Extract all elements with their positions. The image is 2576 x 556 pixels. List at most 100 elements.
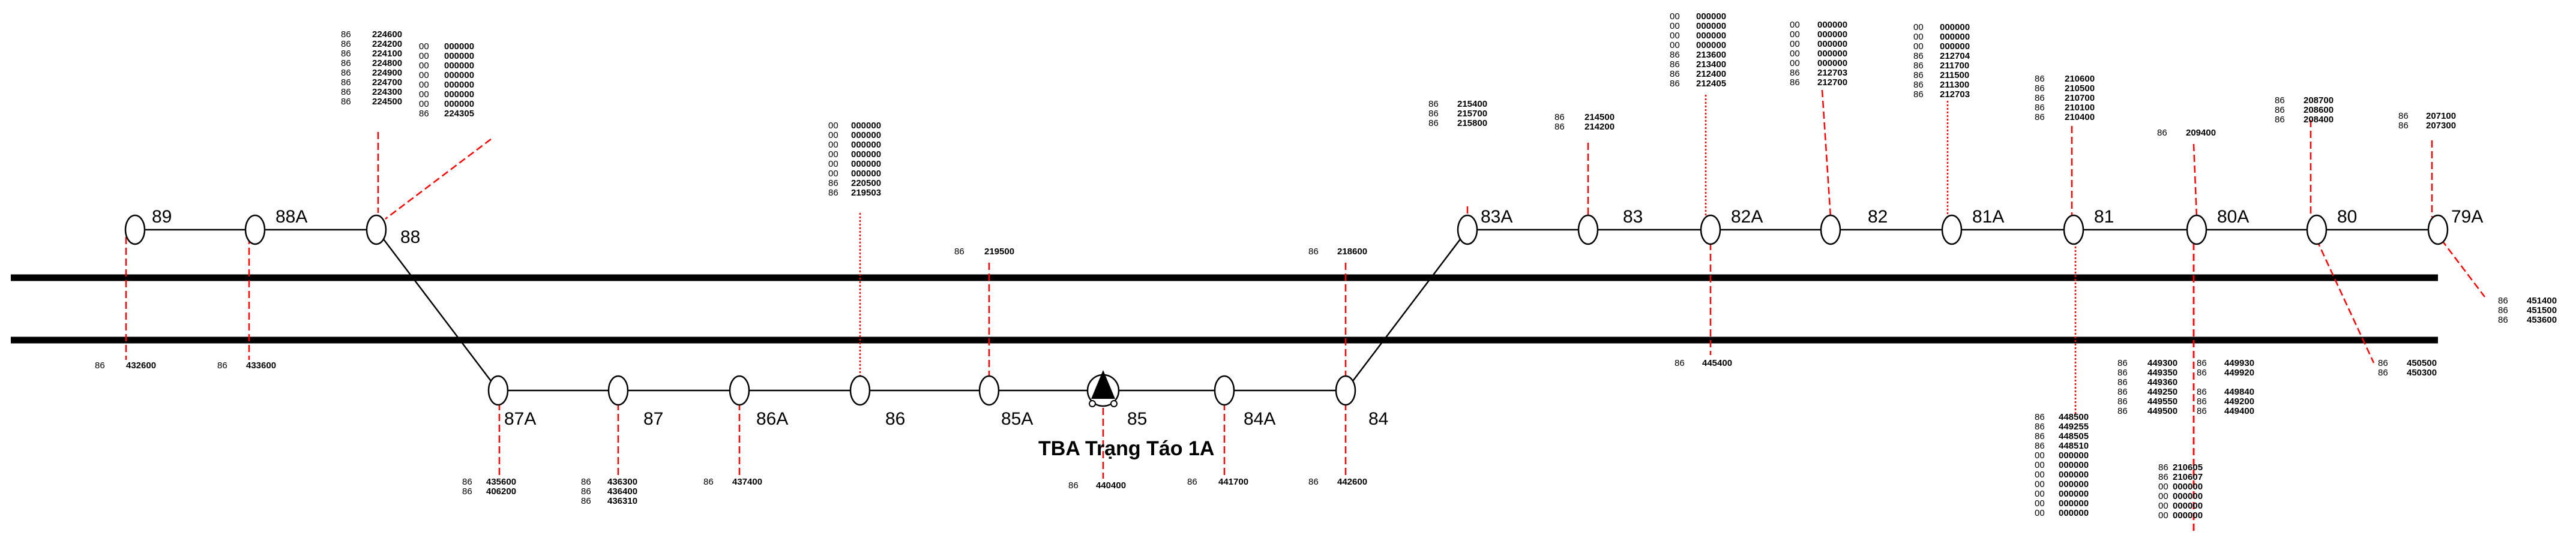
pole-84: [1335, 375, 1356, 406]
meter-prefix: 86: [2117, 368, 2128, 378]
meter-number: 449300: [2147, 358, 2177, 368]
wire-diagonal-right: [1345, 229, 1468, 391]
meter-number: 450500: [2407, 358, 2437, 368]
meter-number: 406200: [486, 486, 516, 497]
meter-prefix: 86: [2157, 128, 2167, 138]
meter-prefix: 86: [581, 496, 591, 506]
pole-81A: [1941, 214, 1963, 245]
meter-number: 220500: [851, 178, 881, 188]
meter-prefix: 86: [1675, 358, 1685, 368]
meter-number: 449255: [2059, 422, 2089, 432]
meter-number: 212400: [1696, 69, 1726, 79]
meter-number: 000000: [444, 89, 474, 100]
meter-prefix: 86: [341, 87, 351, 97]
pole-label-81A: 81A: [1972, 207, 2004, 227]
meter-number: 000000: [851, 130, 881, 140]
meter-prefix: 86: [2498, 296, 2508, 306]
meter-number: 208700: [2304, 95, 2334, 106]
pole-83: [1577, 214, 1599, 245]
meter-prefix: 86: [2117, 387, 2128, 397]
meter-number: 209400: [2186, 128, 2216, 138]
pole-label-84: 84: [1368, 409, 1388, 429]
wire-diagonal-left: [376, 229, 499, 391]
meter-prefix: 86: [341, 97, 351, 107]
meter-prefix: 00: [1790, 29, 1800, 40]
pole-label-87: 87: [643, 409, 663, 429]
meter-prefix: 00: [419, 61, 429, 71]
meter-number: 000000: [1696, 21, 1726, 31]
meter-number: 449550: [2147, 396, 2177, 407]
meter-number: 214500: [1584, 112, 1615, 122]
meter-prefix: 86: [1428, 118, 1439, 128]
meter-number: 000000: [444, 41, 474, 52]
meter-number: 000000: [2059, 508, 2089, 518]
meter-prefix: 86: [2275, 95, 2285, 106]
meter-prefix: 86: [2117, 406, 2128, 416]
meter-number: 449840: [2224, 387, 2254, 397]
pole-label-82: 82: [1868, 207, 1888, 227]
meter-prefix: 86: [2275, 115, 2285, 125]
meter-number: 000000: [2059, 479, 2089, 489]
meter-prefix: 86: [2035, 83, 2045, 94]
meter-prefix: 00: [2158, 491, 2168, 501]
pole-84A: [1214, 375, 1235, 406]
pole-81: [2063, 214, 2084, 245]
meter-number: 441700: [1218, 477, 1248, 487]
meter-prefix: 86: [2035, 93, 2045, 103]
pole-85A: [978, 375, 1000, 406]
meter-prefix: 86: [954, 247, 964, 257]
meter-number: 224100: [372, 49, 402, 59]
meter-number: 000000: [444, 80, 474, 90]
meter-prefix: 86: [462, 486, 472, 497]
meter-number: 000000: [1817, 58, 1847, 68]
meter-prefix: 00: [1790, 49, 1800, 59]
meter-number: 448500: [2059, 412, 2089, 422]
meter-number: 436400: [607, 486, 637, 497]
pole-label-86A: 86A: [756, 409, 788, 429]
meter-prefix: 86: [1790, 77, 1800, 88]
meter-prefix: 86: [1670, 79, 1680, 89]
meter-prefix: 86: [1428, 109, 1439, 119]
meter-number: 449360: [2147, 377, 2177, 387]
meter-number: 000000: [2059, 470, 2089, 480]
pole-88A: [244, 214, 266, 245]
meter-prefix: 86: [341, 58, 351, 68]
pole-label-85: 85: [1127, 409, 1147, 429]
meter-number: 000000: [1817, 39, 1847, 49]
meter-prefix: 86: [2498, 305, 2508, 315]
meter-leader-79A: [2441, 239, 2485, 297]
meter-prefix: 86: [2035, 74, 2045, 84]
meter-number: 440400: [1096, 480, 1126, 491]
pole-86: [849, 375, 871, 406]
meter-number: 212700: [1817, 77, 1847, 88]
meter-number: 224500: [372, 97, 402, 107]
meter-number: 000000: [1696, 40, 1726, 50]
pole-label-81: 81: [2094, 207, 2114, 227]
meter-prefix: 00: [419, 41, 429, 52]
meter-prefix: 86: [2197, 406, 2207, 416]
meter-number: 449250: [2147, 387, 2177, 397]
meter-prefix: 00: [2035, 479, 2045, 489]
meter-prefix: 00: [1670, 31, 1680, 41]
meter-prefix: 86: [2117, 358, 2128, 368]
meter-number: 000000: [1696, 31, 1726, 41]
meter-number: 210500: [2065, 83, 2095, 94]
meter-number: 224200: [372, 39, 402, 49]
meter-number: 000000: [444, 99, 474, 109]
meter-prefix: 86: [2035, 103, 2045, 113]
meter-number: 212703: [1940, 89, 1970, 100]
meter-prefix: 00: [1670, 21, 1680, 31]
meter-prefix: 00: [1670, 11, 1680, 22]
meter-prefix: 86: [1913, 80, 1924, 90]
pole-80A: [2186, 214, 2207, 245]
meter-prefix: 86: [462, 477, 472, 487]
meter-prefix: 00: [1790, 39, 1800, 49]
meter-leader-88: [385, 139, 492, 220]
meter-number: 208400: [2304, 115, 2334, 125]
